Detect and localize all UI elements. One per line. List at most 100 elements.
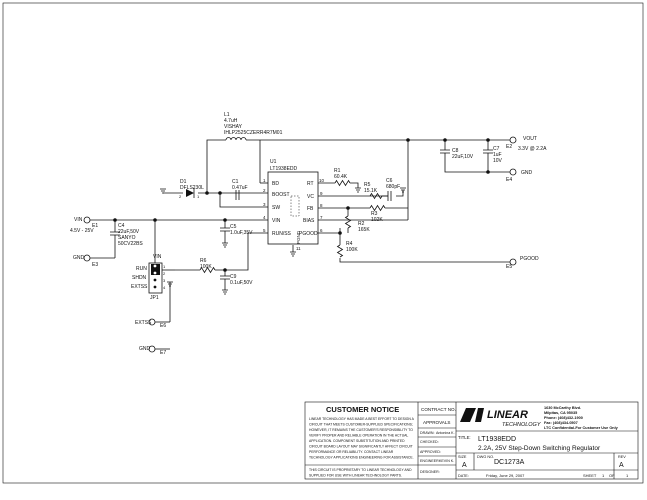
c4-mfr: SANYO [118, 235, 136, 241]
u1-pin-num: 10 [319, 178, 325, 183]
jp1-pin: 2 [163, 271, 166, 276]
c6-capacitor: C6 680pF [386, 178, 400, 201]
terminal-gnd-e4-label: GND [521, 170, 533, 176]
notice-line: LINEAR TECHNOLOGY HAS MADE A BEST EFFORT… [309, 417, 415, 421]
u1-pin-name: BOOST [272, 192, 290, 198]
terminal-extss-label: EXTSS [135, 320, 152, 326]
terminal-gnd-e7-label: GND [139, 346, 151, 352]
u1-pin-num: 11 [296, 246, 301, 251]
ground-symbols [160, 187, 406, 295]
u1-pin-name: PGND [296, 230, 301, 244]
dwg-value: DC1273A [494, 459, 525, 466]
r5-value: 15.1K [364, 188, 378, 194]
jp1-ref: JP1 [150, 295, 159, 301]
engineer-value: KEVIN K. [439, 459, 454, 463]
r2-ref: R2 [358, 221, 365, 227]
c4-capacitor: C4 22uF,50V SANYO 50CV22BS [110, 223, 143, 247]
title-block: CUSTOMER NOTICE LINEAR TECHNOLOGY HAS MA… [304, 401, 639, 480]
checked-label: CHECKED: [420, 440, 439, 444]
r3-ref: R3 [371, 211, 378, 217]
of-label: OF [609, 473, 615, 478]
size-value: A [462, 462, 467, 469]
sheet-number: 1 [602, 473, 605, 478]
address-line: Phone: (408)432-1900 [544, 416, 583, 420]
confidential-note: LTC Confidential-For Customer Use Only [544, 426, 619, 430]
jp1-pin: 3 [163, 278, 166, 283]
designer-label: DESIGNER: [420, 470, 440, 474]
r4-value: 100K [346, 247, 358, 253]
address-line: Fax: (408)434-0507 [544, 421, 578, 425]
jp1-label-shdn: SHDN [132, 275, 147, 281]
notice-line: VERIFY PROPER AND RELIABLE OPERATION IN … [309, 434, 408, 438]
u1-body [267, 171, 319, 245]
terminal-gnd-e4-ref: E4 [506, 177, 512, 183]
r5-resistor: R5 15.1K [364, 182, 388, 200]
terminal-vout: VOUT E2 3.3V @ 2.2A [506, 136, 547, 152]
c7-capacitor: C7 1uF 10V [483, 146, 503, 164]
u1-pin-name: FB [307, 206, 314, 212]
terminal-vin: VIN E1 4.5V - 25V [70, 216, 98, 234]
notice-line: CIRCUIT BOARD LAYOUT MAY SIGNIFICANTLY A… [309, 445, 413, 449]
l1-ref: L1 [224, 112, 230, 118]
approved-label: APPROVED: [420, 450, 441, 454]
jp1-pin: 4 [163, 285, 166, 290]
terminal-vout-label: VOUT [523, 136, 537, 142]
notice-line: CIRCUIT THAT MEETS CUSTOMER-SUPPLIED SPE… [309, 423, 413, 427]
terminal-pgood-ref: E5 [506, 264, 512, 270]
terminal-extss-ref: E6 [160, 323, 166, 329]
u1-pin-num: 3 [263, 202, 266, 207]
c4-ref: C4 [118, 223, 125, 229]
c6-value: 680pF [386, 184, 400, 190]
l1-part: IHLP2525CZERR4R7M01 [224, 130, 283, 136]
c1-ref: C1 [232, 179, 239, 185]
c4-part: 50CV22BS [118, 241, 143, 247]
terminal-vin-ref: E1 [92, 223, 98, 229]
date-label: DATE: [458, 474, 469, 478]
u1-pin-name: VIN [272, 218, 281, 224]
address-line: 1630 McCarthy Blvd. [544, 406, 581, 410]
jp1-jumper: VIN RUN SHDN EXTSS 1 2 3 4 JP1 [131, 254, 175, 301]
r1-resistor: R1 60.4K [334, 168, 351, 187]
d1-diode: D1 DFLS230L 2 1 [179, 179, 204, 199]
c9-capacitor: C9 0.1uF,50V [220, 274, 253, 286]
r6-value: 100K [200, 264, 212, 270]
c8-value: 22uF,10V [452, 154, 474, 160]
u1-pin-num: 2 [263, 188, 266, 193]
u1-pin-num: 7 [320, 215, 323, 220]
c9-ref: C9 [230, 274, 237, 280]
logo-subtext: TECHNOLOGY [502, 422, 541, 428]
c8-capacitor: C8 22uF,10V [440, 148, 474, 160]
terminal-gnd-e7: GND E7 [139, 345, 166, 356]
u1-part: LT1938EDD [270, 166, 298, 172]
dwg-label: DWG NO. [477, 455, 494, 459]
l1-value: 4.7uH [224, 118, 238, 124]
notice-line: PERFORMANCE OR RELIABILITY. CONTACT LINE… [309, 450, 394, 454]
u1-ic: U1 LT1938EDD 1 BD 2 BOOST 3 SW 4 VIN 5 R… [263, 159, 325, 251]
c1-capacitor: C1 0.47uF [232, 179, 248, 200]
l1-mfr: VISHAY [224, 124, 243, 130]
sheet-label: SHEET [583, 473, 597, 478]
terminal-vout-ref: E2 [506, 144, 512, 150]
approvals-label: APPROVALS [423, 420, 451, 425]
customer-notice-heading: CUSTOMER NOTICE [326, 405, 399, 414]
r4-ref: R4 [346, 241, 353, 247]
u1-pin-num: 5 [263, 228, 266, 233]
u1-pin-name: BD [272, 181, 279, 187]
r1-ref: R1 [334, 168, 341, 174]
engineer-label: ENGINEER: [420, 459, 440, 463]
c6-ref: C6 [386, 178, 393, 184]
jp1-label-vin: VIN [153, 254, 162, 260]
terminal-gnd-e3: GND E3 [73, 254, 98, 268]
c5-ref: C5 [230, 224, 237, 230]
terminal-gnd-e3-ref: E3 [92, 262, 98, 268]
rev-label: REV [618, 455, 626, 459]
r6-resistor: R6 100K [199, 258, 216, 274]
c7-value: 1uF [493, 152, 502, 158]
sheet-total: 1 [626, 473, 629, 478]
notice-line: TECHNOLOGY APPLICATIONS ENGINEERING FOR … [309, 456, 414, 460]
proprietary-line: SUPPLIED FOR USE WITH LINEAR TECHNOLOGY … [309, 474, 402, 478]
c5-value: 1.0uF,35V [230, 230, 253, 236]
jp1-pin: 1 [163, 264, 166, 269]
u1-pin-num: 6 [320, 228, 323, 233]
size-label: SIZE [458, 455, 467, 459]
